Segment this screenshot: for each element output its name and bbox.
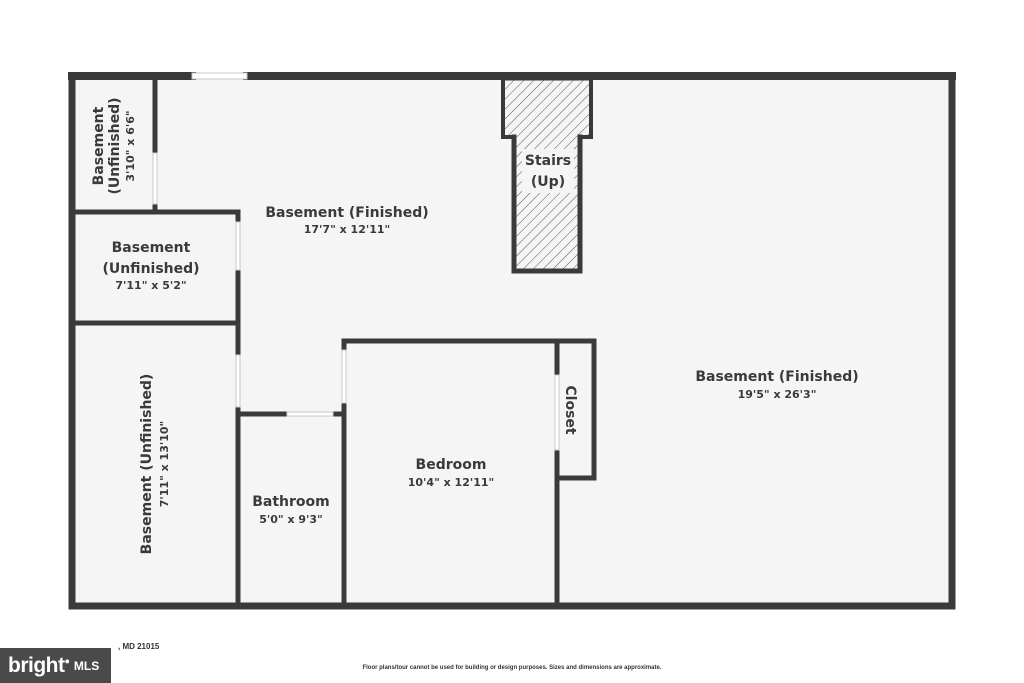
logo-suffix: MLS [73,658,100,673]
disclaimer-text: Floor plans/tour cannot be used for buil… [362,665,662,671]
label-unfinished-small: Basement (Unfinished) 3'10" x 6'6" [91,97,137,194]
address-text: , MD 21015 [118,642,160,651]
room-dims: 7'11" x 5'2" [115,279,186,292]
logo-text: bright [8,653,65,677]
room-dims: 7'11" x 13'10" [158,421,171,508]
label-finished-right: Basement (Finished) 19'5" x 26'3" [695,369,858,401]
room-name: Basement (Finished) [695,369,858,385]
room-name-line1: Basement [112,240,191,256]
room-name: Basement (Unfinished) [139,374,155,555]
label-stairs: Stairs (Up) [522,149,574,193]
label-bathroom: Bathroom 5'0" x 9'3" [252,494,330,526]
label-unfinished-tall: Basement (Unfinished) 7'11" x 13'10" [139,374,171,555]
label-closet: Closet [562,385,578,435]
room-name: Bedroom [416,457,487,473]
door-mid-room [235,221,241,271]
room-dims: 19'5" x 26'3" [738,388,817,401]
label-bedroom: Bedroom 10'4" x 12'11" [408,457,495,489]
door-tall-room [235,354,241,408]
room-name-line2: (Unfinished) [102,261,199,277]
room-dims: 3'10" x 6'6" [124,110,137,181]
room-name-line2: (Up) [531,174,565,190]
room-name: Basement (Finished) [265,205,428,221]
room-name-line2: (Unfinished) [107,97,123,194]
label-unfinished-mid: Basement (Unfinished) 7'11" x 5'2" [102,240,199,292]
door-closet [554,374,560,451]
door-bathroom [286,411,334,417]
openings [152,72,560,451]
room-name-line1: Basement [91,106,107,185]
door-bedroom [341,349,347,404]
logo-dot-icon: ● [64,655,70,666]
room-dims: 17'7" x 12'11" [304,223,391,236]
label-finished-left: Basement (Finished) 17'7" x 12'11" [265,205,428,236]
stairs-label-bg [522,149,574,193]
walls [68,72,956,610]
window-top [191,72,248,80]
room-name: Closet [562,385,578,435]
room-name-line1: Stairs [525,153,571,169]
room-dims: 5'0" x 9'3" [259,513,323,526]
door-small-room [152,152,158,205]
bright-mls-logo: bright ● MLS [0,648,111,683]
room-name: Bathroom [252,494,330,510]
room-dims: 10'4" x 12'11" [408,476,495,489]
